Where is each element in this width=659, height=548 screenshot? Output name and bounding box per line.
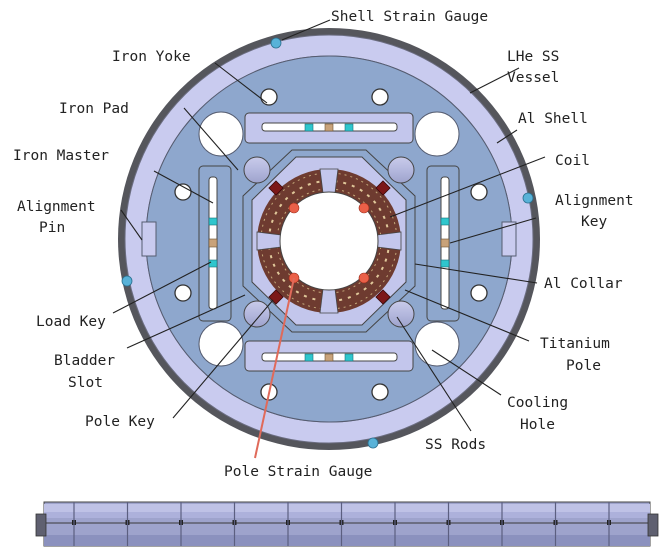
label-load-key: Load Key	[36, 314, 106, 330]
side-view-segment-line	[233, 502, 236, 546]
labels: Shell Strain Gauge Iron Yoke LHe SS Vess…	[13, 9, 634, 480]
label-cooling-hole-1: Cooling	[507, 395, 568, 411]
label-titanium-pole-2: Pole	[566, 358, 601, 374]
label-iron-yoke: Iron Yoke	[112, 49, 191, 65]
bore	[279, 191, 379, 291]
label-shell-strain-gauge: Shell Strain Gauge	[331, 9, 488, 25]
side-view-segment-line	[608, 502, 610, 546]
label-al-shell: Al Shell	[518, 111, 588, 127]
pole-strain-gauge-pointer	[254, 277, 295, 459]
side-view-segment-line	[447, 502, 450, 546]
pole-strain-gauge-icon	[288, 202, 370, 284]
cooling-holes	[198, 111, 460, 367]
label-lhe-ss-vessel-1: LHe SS	[507, 49, 559, 65]
side-view-segment-line	[340, 502, 343, 546]
label-al-collar: Al Collar	[544, 276, 623, 292]
side-view-segment-line	[126, 502, 129, 546]
label-alignment-key-2: Key	[581, 214, 607, 230]
label-iron-master: Iron Master	[13, 148, 109, 164]
load-key-icon	[208, 123, 450, 362]
label-titanium-pole-1: Titanium	[540, 336, 610, 352]
side-view-segment-line	[554, 502, 557, 546]
side-view-segment-line	[287, 502, 289, 546]
label-ss-rods: SS Rods	[425, 437, 486, 453]
side-view-segment-line	[73, 502, 75, 546]
alignment-key-icon	[208, 123, 450, 362]
leader-lines	[112, 19, 546, 432]
label-bladder-slot-2: Slot	[68, 375, 103, 391]
ss-rods	[243, 156, 415, 328]
label-alignment-key-1: Alignment	[555, 193, 634, 209]
label-coil: Coil	[555, 153, 590, 169]
label-iron-pad: Iron Pad	[59, 101, 129, 117]
label-pole-key: Pole Key	[85, 414, 155, 430]
shell-strain-gauge-icon	[121, 37, 534, 449]
label-alignment-pin-2: Pin	[39, 220, 65, 236]
label-alignment-pin-1: Alignment	[17, 199, 96, 215]
label-lhe-ss-vessel-2: Vessel	[507, 70, 559, 86]
label-cooling-hole-2: Hole	[520, 417, 555, 433]
pole-keys	[268, 180, 391, 305]
magnet-side-view	[35, 501, 659, 547]
side-view-segment-line	[394, 502, 396, 546]
label-pole-strain-gauge: Pole Strain Gauge	[224, 464, 372, 480]
side-view-segment-line	[180, 502, 182, 546]
label-bladder-slot-1: Bladder	[54, 353, 115, 369]
side-view-segment-line	[501, 502, 503, 546]
yoke-holes	[174, 88, 488, 401]
